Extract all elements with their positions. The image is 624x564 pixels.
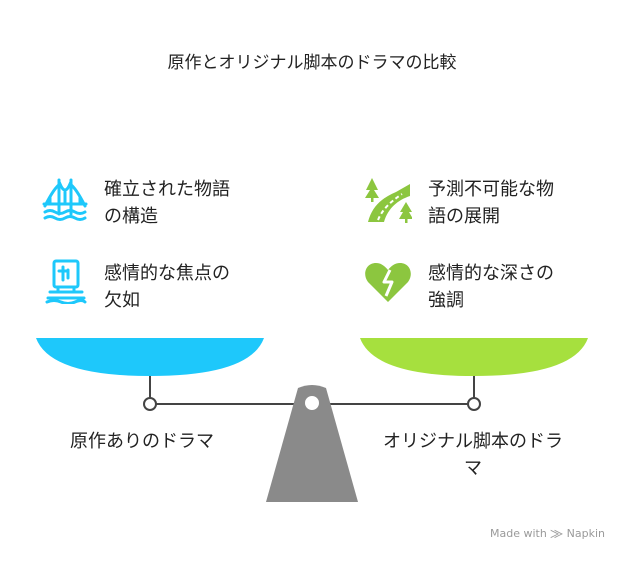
left-point-1: 確立された物語 の構造 bbox=[104, 176, 230, 230]
right-point-2: 感情的な深さの 強調 bbox=[428, 260, 554, 314]
bridge-icon bbox=[42, 176, 88, 226]
left-pivot bbox=[143, 397, 157, 411]
left-point-2-line2: 欠如 bbox=[104, 290, 140, 311]
left-point-1-line1: 確立された物語 bbox=[104, 179, 230, 200]
pedestal-icon bbox=[44, 258, 88, 308]
broken-heart-icon bbox=[364, 260, 412, 308]
right-pivot bbox=[467, 397, 481, 411]
left-point-2-line1: 感情的な焦点の bbox=[104, 263, 230, 284]
right-pan bbox=[360, 338, 588, 376]
right-label-line1: オリジナル脚本のドラ bbox=[383, 431, 563, 452]
left-label: 原作ありのドラマ bbox=[70, 431, 214, 452]
right-label: オリジナル脚本のドラ マ bbox=[373, 428, 573, 482]
winding-road-icon bbox=[362, 176, 413, 230]
right-label-line2: マ bbox=[464, 458, 482, 479]
right-point-1-line1: 予測不可能な物 bbox=[428, 179, 554, 200]
diagram-title: 原作とオリジナル脚本のドラマの比較 bbox=[167, 53, 457, 73]
fulcrum-pivot bbox=[303, 394, 321, 412]
left-point-2: 感情的な焦点の 欠如 bbox=[104, 260, 230, 314]
right-point-1-line2: 語の展開 bbox=[428, 206, 500, 227]
right-point-1: 予測不可能な物 語の展開 bbox=[428, 176, 554, 230]
right-point-2-line1: 感情的な深さの bbox=[428, 263, 554, 284]
left-pan bbox=[36, 338, 264, 376]
fulcrum bbox=[266, 385, 358, 502]
left-point-1-line2: の構造 bbox=[104, 206, 158, 227]
watermark: Made with ⨠ Napkin bbox=[490, 527, 606, 540]
right-point-2-line2: 強調 bbox=[428, 290, 464, 311]
